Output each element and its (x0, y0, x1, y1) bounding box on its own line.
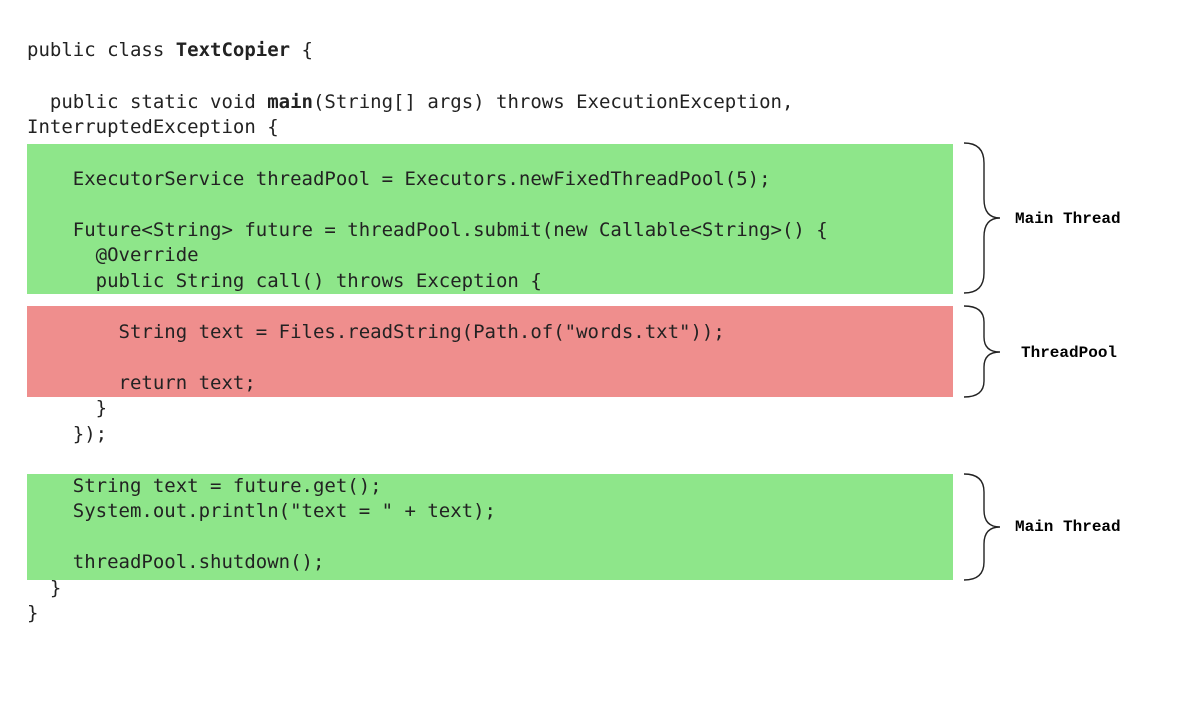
brace-main-thread-bottom (963, 473, 1001, 581)
code-line-main-declaration-cont: InterruptedException { (27, 116, 279, 138)
code-line-main-declaration: public static void main(String[] args) t… (27, 91, 794, 113)
label-main-thread-top: Main Thread (1015, 210, 1121, 228)
label-main-thread-bottom: Main Thread (1015, 518, 1121, 536)
code-line-executor-service: ExecutorService threadPool = Executors.n… (27, 168, 771, 190)
code-line-future-get: String text = future.get(); (27, 475, 382, 497)
brace-main-thread-top (963, 142, 1001, 294)
code-line-close-submit: }); (27, 423, 108, 445)
code-line-close-class: } (27, 602, 39, 624)
code-line-read-string: String text = Files.readString(Path.of("… (27, 321, 725, 343)
code-line-shutdown: threadPool.shutdown(); (27, 551, 325, 573)
brace-thread-pool (963, 305, 1001, 398)
code-line-close-main: } (27, 577, 62, 599)
code-line-call-declaration: public String call() throws Exception { (27, 270, 542, 292)
thread-pool-highlight (27, 306, 953, 397)
code-line-println: System.out.println("text = " + text); (27, 500, 496, 522)
code-line-class-declaration: public class TextCopier { (27, 39, 313, 61)
label-thread-pool: ThreadPool (1021, 344, 1118, 362)
code-line-future-submit: Future<String> future = threadPool.submi… (27, 219, 828, 241)
main-thread-highlight-top (27, 144, 953, 294)
code-line-override: @Override (27, 244, 199, 266)
method-name-main: main (267, 91, 313, 113)
code-line-close-call: } (27, 397, 108, 419)
code-line-return: return text; (27, 372, 256, 394)
main-thread-highlight-bottom (27, 474, 953, 580)
class-name: TextCopier (175, 39, 291, 61)
